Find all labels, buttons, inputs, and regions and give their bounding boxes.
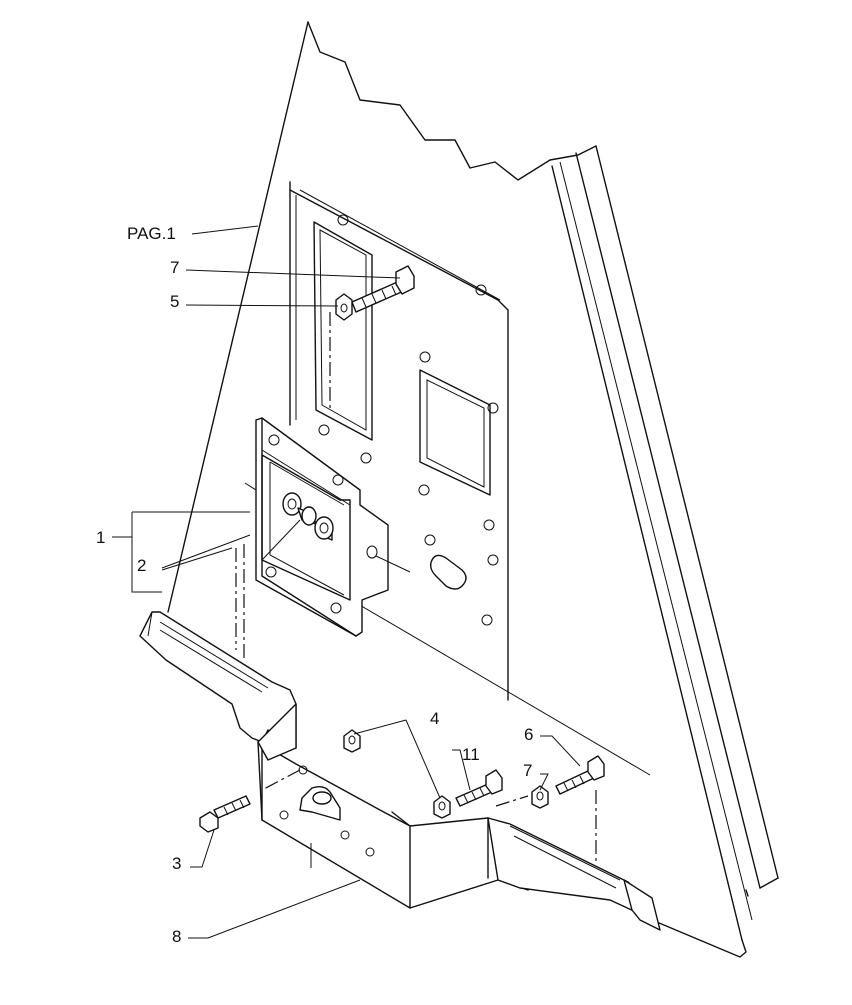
callout-5: 5 [170,292,179,311]
housing-mount-face [289,181,651,776]
bolt-3 [199,795,251,833]
callout-pag1: PAG.1 [127,224,176,243]
callout-1: 1 [96,528,105,547]
callout-7-lower: 7 [523,761,532,780]
callout-8: 8 [172,927,181,946]
bolt-11 [455,769,503,807]
nut-4-lower [433,795,451,819]
housing-wall [167,21,779,958]
leader-lines [112,225,581,939]
callout-6: 6 [524,725,533,744]
bolt-7-top [351,265,415,313]
callout-3: 3 [172,854,181,873]
callout-4: 4 [430,709,439,728]
bolt-6 [555,755,605,795]
callout-2: 2 [137,556,146,575]
callout-labels: PAG.1 7 5 1 2 4 6 11 7 3 8 [96,224,533,946]
nut-5 [335,293,353,321]
callout-7-top: 7 [170,258,179,277]
tow-bracket [139,611,661,931]
alignment-lines [235,312,597,862]
nut-4-upper [343,729,361,753]
nut-7-lower [531,785,549,809]
bracket-plate [244,417,411,637]
callout-11: 11 [462,745,480,764]
